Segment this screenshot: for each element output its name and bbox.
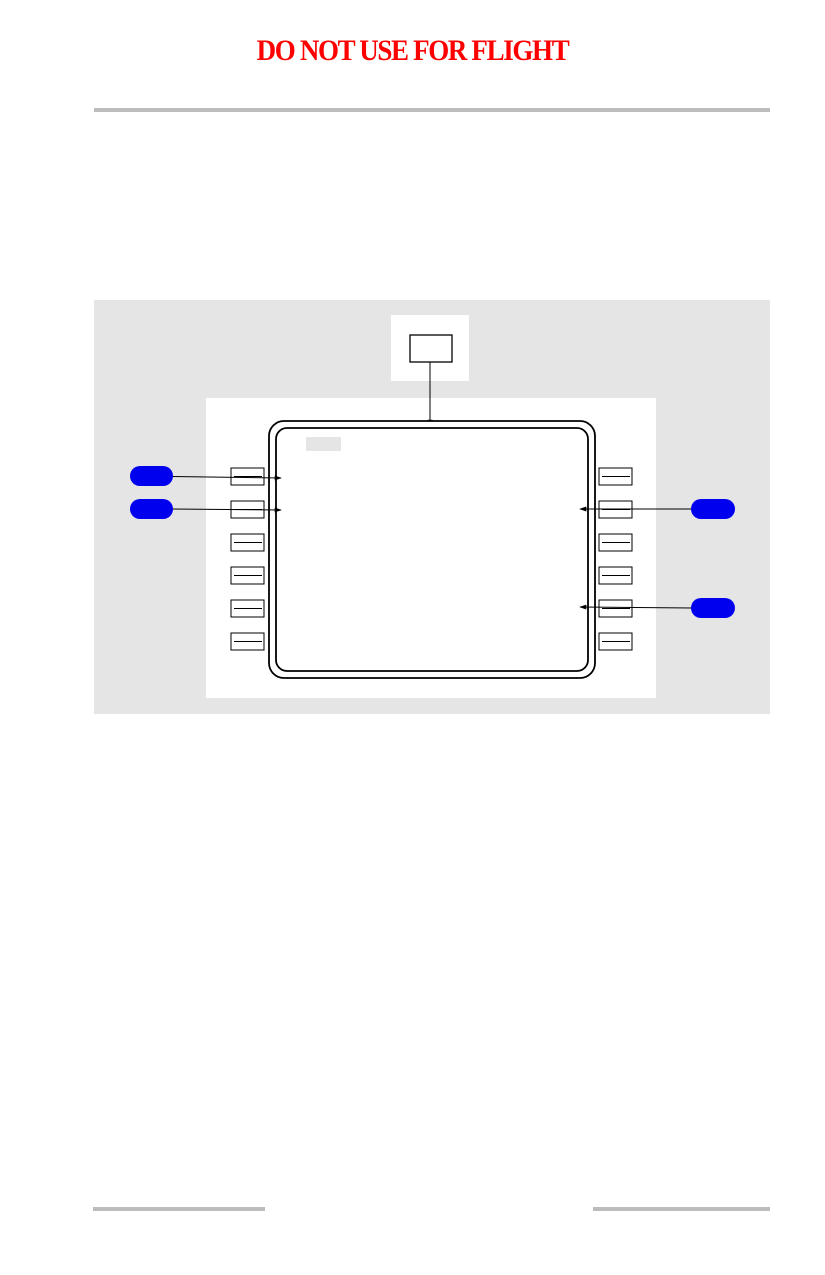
page-title-field — [306, 437, 341, 451]
right-callout-2-leader — [579, 604, 693, 610]
do-not-use-for-flight-banner: DO NOT USE FOR FLIGHT — [256, 34, 570, 67]
right-callout-1 — [691, 499, 735, 519]
left-callout-1-leader — [171, 475, 282, 481]
footer-rule-right — [593, 1207, 770, 1211]
annunciator-box — [409, 334, 453, 363]
left-callout-2 — [130, 499, 173, 519]
footer-rule-left — [93, 1207, 265, 1211]
display-inner-frame — [275, 427, 589, 672]
left-callout-1 — [130, 466, 173, 486]
top-rule — [94, 108, 770, 112]
right-callout-2 — [691, 598, 735, 618]
left-callout-2-leader — [171, 507, 282, 513]
